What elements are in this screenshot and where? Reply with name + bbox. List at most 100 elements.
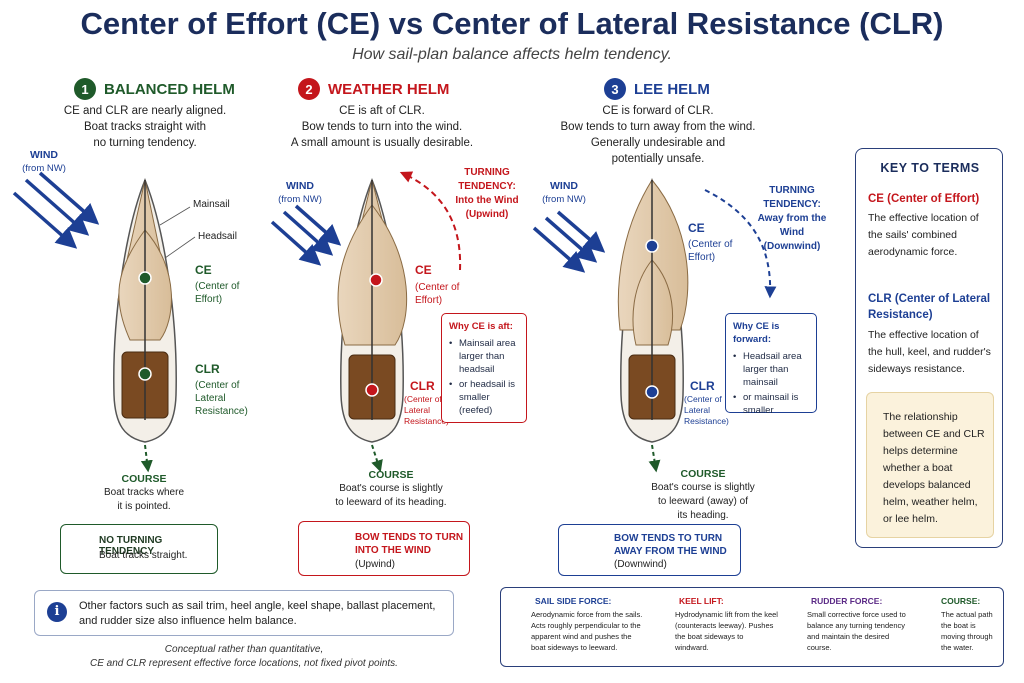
- page-title: Center of Effort (CE) vs Center of Later…: [80, 6, 944, 41]
- course-line: Boat tracks where: [103, 487, 185, 498]
- desc-line: Bow tends to turn into the wind.: [301, 121, 463, 133]
- ce-sub-label: (Center of Effort): [195, 280, 239, 306]
- ce-sub-line: Effort): [195, 294, 223, 305]
- footnote-line: CE and CLR represent effective force loc…: [90, 658, 398, 669]
- panel-lee-heading: 3 LEE HELM: [604, 78, 710, 100]
- clr-sub-line: (Center of: [195, 380, 240, 391]
- panel-balanced-heading: 1 BALANCED HELM: [74, 78, 235, 100]
- info-box: i Other factors such as sail trim, heel …: [34, 590, 454, 636]
- key-ce-text: The effective location of the sails' com…: [868, 212, 979, 258]
- tendency-title: BOW TENDS TO TURN AWAY FROM THE WIND: [614, 532, 727, 558]
- heading-text: LEE HELM: [634, 80, 710, 98]
- tendency-title-line: BOW TENDS TO TURN: [355, 532, 464, 543]
- ce-sub-label: (Center of Effort): [415, 281, 459, 307]
- course-label: COURSE Boat tracks where it is pointed.: [84, 472, 204, 514]
- clr-sub-line: Lateral: [404, 405, 430, 415]
- turning-line: TENDENCY:: [763, 199, 821, 210]
- ce-sub-line: Effort): [415, 295, 443, 306]
- key-clr-text: The effective location of the hull, keel…: [868, 329, 991, 375]
- ce-sub-line: (Center of: [195, 281, 240, 292]
- desc-line: CE and CLR are nearly aligned.: [63, 105, 227, 117]
- why-item: Mainsail area larger than headsail: [449, 337, 519, 376]
- course-title: COURSE: [368, 469, 414, 481]
- tendency-title: NO TURNING TENDENCY: [99, 535, 163, 557]
- why-box-lee: Why CE is forward: Headsail area larger …: [725, 313, 817, 416]
- turning-tendency-label: TURNING TENDENCY: Into the Wind (Upwind): [445, 166, 529, 222]
- key-to-terms: KEY TO TERMS CE (Center of Effort) The e…: [855, 148, 1003, 548]
- key-title: KEY TO TERMS: [880, 161, 980, 175]
- key-note: The relationship between CE and CLR help…: [866, 392, 994, 538]
- course-line: Boat's course is slightly: [651, 482, 755, 493]
- wind-title: WIND: [30, 149, 58, 161]
- step-badge: 3: [604, 78, 626, 100]
- course-line: its heading.: [677, 510, 729, 521]
- clr-sub-label: (Center of Lateral Resistance): [195, 379, 248, 418]
- turning-arrow: [399, 171, 462, 271]
- info-icon: i: [47, 602, 67, 622]
- clr-sub-line: Lateral: [195, 393, 226, 404]
- turning-line: TURNING: [769, 185, 815, 196]
- ce-dot: [138, 271, 152, 285]
- tendency-box-balanced: NO TURNING TENDENCY Boat tracks straight…: [60, 524, 218, 574]
- desc-line: A small amount is usually desirable.: [290, 137, 474, 149]
- wind-label: WIND (from NW): [270, 179, 330, 207]
- why-item: Headsail area larger than mainsail: [733, 350, 809, 389]
- why-title: Why CE is forward:: [733, 321, 780, 345]
- course-title: COURSE: [121, 473, 167, 485]
- turning-line: Away from the: [757, 213, 827, 224]
- clr-label: CLR: [195, 362, 220, 376]
- wind-direction: (from NW): [278, 194, 322, 205]
- wind-title: WIND: [286, 180, 314, 192]
- wind-arrows-1: [12, 171, 100, 249]
- desc-line: potentially unsafe.: [611, 153, 705, 165]
- heading-text: BALANCED HELM: [104, 80, 235, 98]
- clr-label: CLR: [690, 379, 715, 393]
- step-badge: 2: [298, 78, 320, 100]
- clr-sub-line: Resistance): [684, 416, 729, 426]
- legend-title: RUDDER FORCE:: [811, 596, 883, 606]
- ce-sub-line: (Center of: [688, 239, 733, 250]
- course-line: it is pointed.: [117, 501, 171, 512]
- clr-sub-line: (Center of: [684, 394, 722, 404]
- tendency-title-line: BOW TENDS TO TURN: [614, 533, 723, 544]
- key-clr-title: CLR (Center of Lateral Resistance): [868, 293, 991, 321]
- desc-line: CE is forward of CLR.: [602, 105, 714, 117]
- info-text: Other factors such as sail trim, heel an…: [79, 600, 436, 627]
- clr-dot: [645, 385, 659, 399]
- course-label: COURSE Boat's course is slightly to leew…: [630, 467, 776, 523]
- ce-dot: [645, 239, 659, 253]
- clr-dot: [138, 367, 152, 381]
- legend-box: SAIL SIDE FORCE: Aerodynamic force from …: [500, 587, 1004, 667]
- turning-line: TENDENCY:: [458, 181, 516, 192]
- panel-weather-desc: CE is aft of CLR. Bow tends to turn into…: [272, 103, 492, 151]
- boat-lee: [617, 177, 777, 473]
- ce-sub-line: (Center of: [415, 282, 460, 293]
- legend-rudder-force: RUDDER FORCE: Small corrective force use…: [785, 596, 911, 653]
- clr-sub-line: Lateral: [684, 405, 710, 415]
- clr-sub-label: (Center of Lateral Resistance): [404, 394, 449, 427]
- clr-label: CLR: [410, 379, 435, 393]
- turning-arrow: [704, 189, 777, 299]
- tendency-sub: Boat tracks straight.: [99, 550, 188, 561]
- course-title: COURSE: [680, 468, 726, 480]
- tendency-sub: (Downwind): [614, 559, 667, 570]
- wind-direction: (from NW): [542, 194, 586, 205]
- ce-label: CE: [195, 263, 212, 277]
- tendency-box-weather: BOW TENDS TO TURN INTO THE WIND (Upwind): [298, 521, 470, 576]
- why-box-weather: Why CE is aft: Mainsail area larger than…: [441, 313, 527, 423]
- turning-line: (Upwind): [465, 209, 509, 220]
- legend-title: COURSE:: [941, 596, 981, 606]
- footnote-line: Conceptual rather than quantitative,: [164, 644, 324, 655]
- panel-weather-heading: 2 WEATHER HELM: [298, 78, 449, 100]
- legend-course: COURSE: The actual path the boat is movi…: [915, 596, 1001, 653]
- legend-title: SAIL SIDE FORCE:: [535, 596, 612, 606]
- turning-line: Into the Wind: [455, 195, 519, 206]
- turning-line: TURNING: [464, 167, 510, 178]
- page-subtitle: How sail-plan balance affects helm tende…: [352, 46, 672, 63]
- why-item: or mainsail is smaller: [733, 391, 809, 417]
- step-badge: 1: [74, 78, 96, 100]
- wind-direction: (from NW): [22, 163, 66, 174]
- clr-sub-label: (Center of Lateral Resistance): [684, 394, 729, 427]
- wind-label: WIND (from NW): [14, 148, 74, 176]
